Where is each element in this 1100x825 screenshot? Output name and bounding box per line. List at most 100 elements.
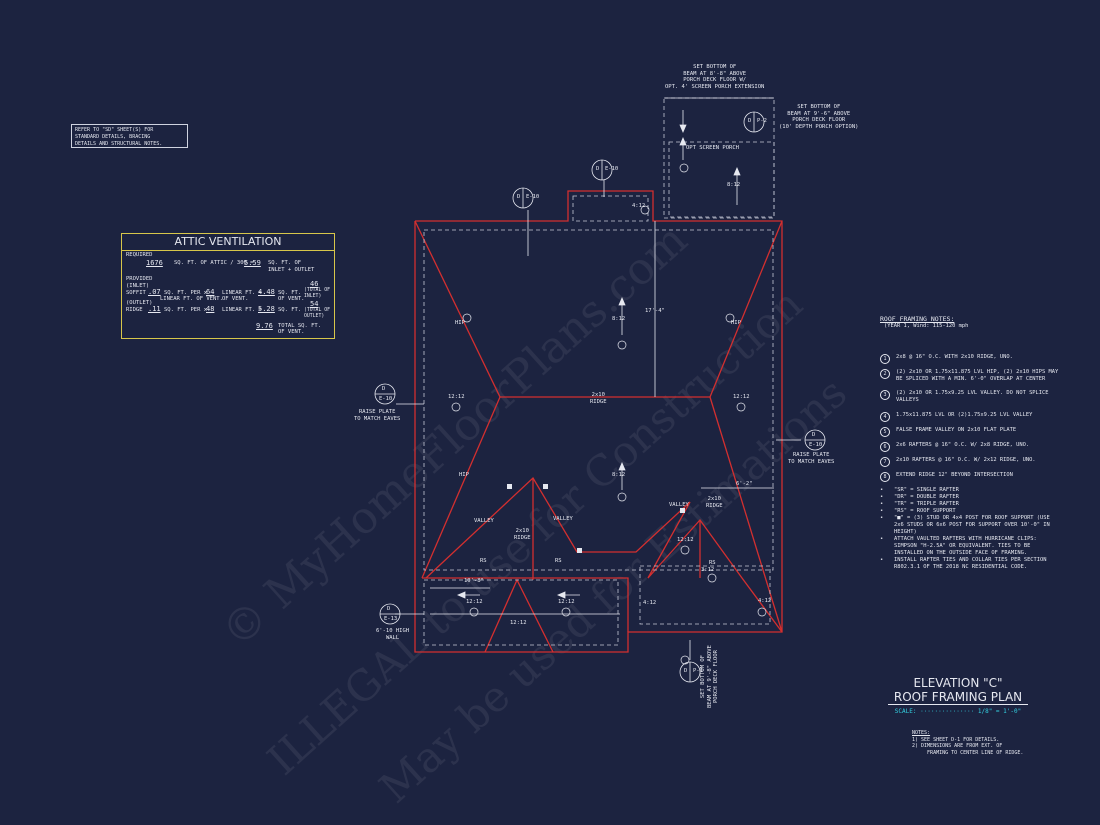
- ridge-text: SQ. FT. PER x: [164, 307, 208, 313]
- detail-e10-top-1: E-10: [526, 194, 540, 200]
- pitch-bottom-right-b: 4:12: [758, 598, 772, 604]
- total-sub: OF VENT.: [278, 329, 305, 335]
- title-block: ELEVATION "C" ROOF FRAMING PLAN SCALE: ·…: [888, 676, 1028, 715]
- pitch-gable-small: 3:12: [701, 567, 715, 573]
- note-bullet-2: •"DR" = DOUBLE RAFTER: [880, 494, 959, 500]
- detail-d-top-2: D: [596, 166, 600, 172]
- rs-label-2: RS: [555, 558, 562, 564]
- soffit-unit: SQ. FT.: [278, 290, 302, 296]
- note-circles: [451, 163, 767, 665]
- soffit-percent-label: (TOTAL OF INLET): [304, 288, 330, 299]
- soffit-linear-feet: 64: [206, 288, 215, 296]
- scale-row: SCALE: ··············· 1/8" = 1'-0": [894, 708, 1022, 715]
- soffit-value: .07: [148, 288, 161, 296]
- detail-e13: E-13: [384, 616, 398, 622]
- ridge-value: .11: [148, 305, 161, 313]
- general-note-1: 1) SEE SHEET D-1 FOR DETAILS.: [912, 736, 1000, 743]
- ridge-label: RIDGE: [126, 307, 143, 313]
- required-label: REQUIRED: [126, 252, 153, 258]
- note-bullet-7: •INSTALL RAFTER TIES AND COLLAR TIES PER…: [880, 557, 1047, 570]
- pitch-mid-center: 8:12: [612, 472, 626, 478]
- soffit-lf-text: LINEAR FT. =: [222, 290, 262, 296]
- required-unit: SQ. FT. OF: [268, 260, 302, 266]
- ridge-lf-text: LINEAR FT. =: [222, 307, 262, 313]
- dim-right: 6'-2": [736, 481, 753, 487]
- detail-e10-right: E-10: [809, 442, 823, 448]
- general-notes-title: NOTES:: [912, 730, 931, 736]
- pitch-bottom-mid: 12:12: [558, 599, 575, 605]
- scale-value: 1/8" = 1'-0": [977, 708, 1022, 715]
- attic-title: ATTIC VENTILATION: [122, 234, 334, 251]
- detail-d-bottom: D: [684, 668, 688, 674]
- wall-lines: [423, 97, 775, 646]
- roof-outline: [414, 190, 783, 653]
- valley-label-3: VALLEY: [669, 502, 689, 508]
- detail-e10-left: E-10: [379, 396, 393, 402]
- required-unit-2: INLET + OUTLET: [268, 267, 315, 273]
- attic-ventilation-table: ATTIC VENTILATION REQUIRED 1676 SQ. FT. …: [121, 233, 335, 339]
- ridge-percent: 54: [310, 300, 319, 308]
- pitch-right: 12:12: [733, 394, 750, 400]
- ridge-result: 5.28: [258, 305, 275, 313]
- dim-bottom-left: 10'-8": [464, 578, 484, 584]
- detail-d-top-1: D: [517, 194, 521, 200]
- required-result: 5.59: [244, 259, 261, 267]
- total-value: 9.76: [256, 322, 273, 330]
- note-bullet-5: •"■" = (3) STUD OR 4x4 POST FOR ROOF SUP…: [880, 515, 1050, 535]
- soffit-label: SOFFIT: [126, 290, 146, 296]
- title-elevation: ELEVATION "C": [913, 676, 1003, 690]
- soffit-result: 4.48: [258, 288, 275, 296]
- soffit-sub-2: OF VENT.: [222, 296, 249, 302]
- detail-d-left: D: [382, 386, 386, 392]
- inlet-label: (INLET): [126, 283, 150, 289]
- required-text: SQ. FT. OF ATTIC / 300 =: [174, 260, 254, 266]
- general-note-3: FRAMING TO CENTER LINE OF RIDGE.: [912, 749, 1024, 756]
- reference-line-1: REFER TO "SD" SHEET(S) FOR: [75, 127, 154, 133]
- detail-d-right: D: [812, 432, 816, 438]
- total-text: TOTAL SQ. FT.: [278, 323, 322, 329]
- general-note-2: 2) DIMENSIONS ARE FROM EXT. OF: [912, 743, 1003, 749]
- dim-top: 17'-4": [645, 308, 665, 314]
- soffit-text: SQ. FT. PER x: [164, 290, 208, 296]
- rs-label-1: RS: [480, 558, 487, 564]
- note-item-2: 2(2) 2x10 OR 1.75x11.875 LVL HIP, (2) 2x…: [880, 369, 1065, 383]
- note-item-3: 3(2) 2x10 OR 1.75x9.25 LVL VALLEY. DO NO…: [880, 390, 1065, 404]
- notes-subtitle: (YEAR 1, Wind: 115-120 mph: [884, 323, 969, 329]
- soffit-sub-3: OF VENT.: [278, 296, 305, 302]
- title-plan: ROOF FRAMING PLAN: [888, 690, 1028, 705]
- pitch-bottom-gable: 12:12: [510, 620, 527, 626]
- ridge-percent-label: (TOTAL OF OUTLET): [304, 308, 330, 319]
- pitch-porch: 8:12: [727, 182, 741, 188]
- outlet-label: (OUTLET): [126, 300, 153, 306]
- reference-line-2: STANDARD DETAILS, BRACING: [75, 134, 151, 140]
- provided-label: PROVIDED: [126, 276, 153, 282]
- detail-p2-porch: P-2: [757, 118, 767, 124]
- reference-line-3: DETAILS AND STRUCTURAL NOTES.: [75, 141, 163, 147]
- pitch-arrows: [456, 110, 741, 599]
- valley-label-2: VALLEY: [553, 516, 573, 522]
- rs-label-3: RS: [709, 560, 716, 566]
- pitch-porch-small: 4:12: [632, 203, 646, 209]
- dimension-lines: [395, 97, 801, 660]
- note-bullet-6: •ATTACH VAULTED RAFTERS WITH HURRICANE C…: [880, 536, 1037, 556]
- notes-title: ROOF FRAMING NOTES:: [880, 315, 955, 323]
- screen-porch-label: OPT SCREEN PORCH: [686, 145, 739, 151]
- hip-label-right: HIP: [731, 320, 741, 326]
- support-posts: [507, 484, 685, 553]
- soffit-percent: 46: [310, 280, 319, 288]
- scale-label: SCALE:: [894, 708, 917, 715]
- detail-p1: P-1: [693, 668, 703, 674]
- valley-label-1: VALLEY: [474, 518, 494, 524]
